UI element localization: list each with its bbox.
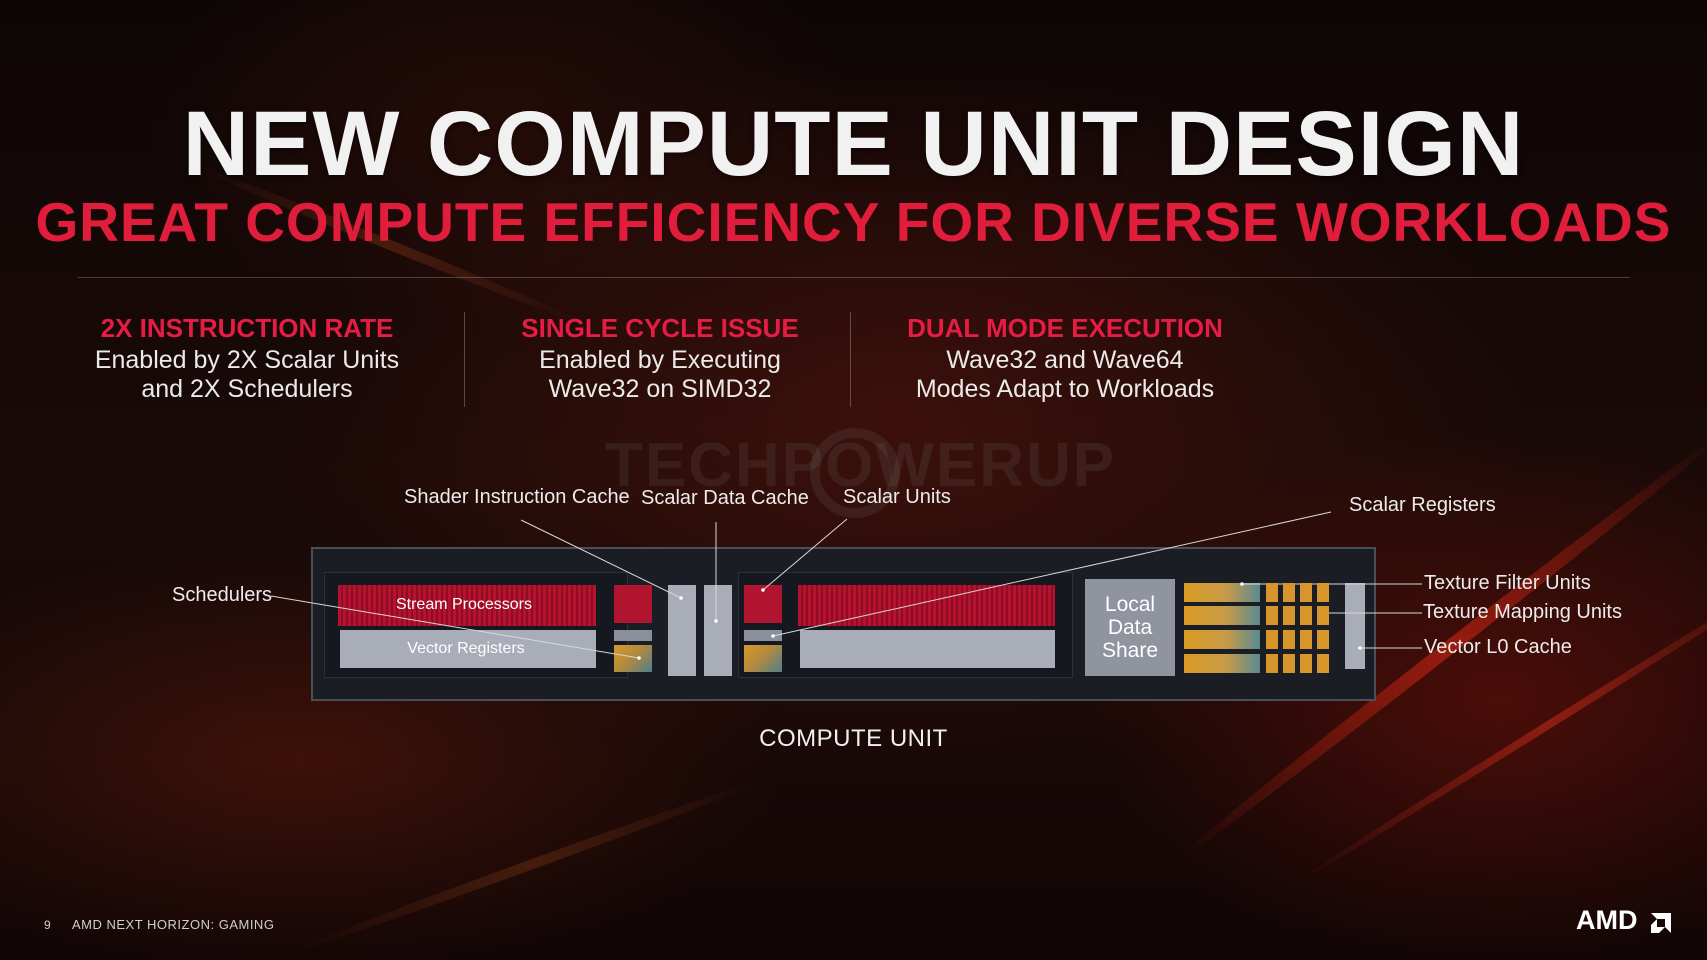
vector-registers-block-right [800, 630, 1055, 668]
feature-body-line: and 2X Schedulers [141, 375, 353, 403]
label-vector-l0-cache: Vector L0 Cache [1424, 636, 1572, 658]
feature-separator [850, 312, 851, 407]
scalar-register-block-right [744, 630, 782, 641]
label-schedulers: Schedulers [172, 584, 273, 606]
feature-heading: SINGLE CYCLE ISSUE [521, 313, 799, 343]
scalar-data-cache-block [704, 585, 732, 676]
label-texture-mapping-units: Texture Mapping Units [1423, 601, 1622, 623]
label-shader-instruction-cache: Shader Instruction Cache [404, 486, 630, 508]
texture-unit-bar [1184, 654, 1260, 673]
texture-unit-cell [1266, 630, 1278, 649]
scalar-unit-block-right [744, 585, 782, 623]
texture-unit-cell [1300, 654, 1312, 673]
label-texture-filter-units: Texture Filter Units [1424, 572, 1591, 594]
feature-body-line: Modes Adapt to Workloads [915, 375, 1215, 403]
feature-body-line: Wave32 and Wave64 [946, 346, 1184, 374]
vector-l0-cache-block [1345, 583, 1365, 669]
texture-unit-cell [1317, 654, 1329, 673]
texture-unit-bar [1184, 583, 1260, 602]
stream-processors-block-right [798, 585, 1055, 626]
texture-unit-bar [1184, 630, 1260, 649]
lds-label-line: Local [1104, 593, 1156, 616]
feature-separator [464, 312, 465, 407]
texture-unit-bar [1184, 606, 1260, 625]
texture-unit-cell [1283, 583, 1295, 602]
stream-processors-label: Stream Processors [395, 596, 533, 613]
scalar-unit-block-left [614, 585, 652, 623]
texture-unit-cell [1300, 606, 1312, 625]
label-scalar-registers: Scalar Registers [1349, 494, 1496, 516]
vector-registers-label: Vector Registers [407, 640, 525, 657]
feature-body-line: Wave32 on SIMD32 [548, 375, 772, 403]
slide-title: NEW COMPUTE UNIT DESIGN [182, 93, 1525, 195]
title-divider [78, 277, 1630, 278]
feature-dual-mode: DUAL MODE EXECUTION Wave32 and Wave64 Mo… [880, 310, 1250, 404]
feature-instruction-rate: 2X INSTRUCTION RATE Enabled by 2X Scalar… [72, 310, 422, 404]
shader-instruction-cache-block [668, 585, 696, 676]
light-streak [293, 774, 767, 956]
feature-body-line: Enabled by 2X Scalar Units [94, 346, 400, 374]
feature-heading: 2X INSTRUCTION RATE [100, 313, 394, 343]
texture-unit-cell [1283, 630, 1295, 649]
label-scalar-units: Scalar Units [843, 486, 951, 508]
scalar-register-block-left [614, 630, 652, 641]
lds-label-line: Share [1101, 639, 1159, 662]
label-scalar-data-cache: Scalar Data Cache [641, 487, 809, 509]
scheduler-block-right [744, 645, 782, 672]
texture-unit-cell [1300, 583, 1312, 602]
texture-unit-cell [1317, 583, 1329, 602]
compute-unit-caption: COMPUTE UNIT [759, 725, 948, 752]
texture-unit-cell [1300, 630, 1312, 649]
texture-unit-cell [1266, 583, 1278, 602]
texture-unit-cell [1283, 606, 1295, 625]
amd-logo-text: AMD [1576, 905, 1638, 935]
texture-unit-cell [1266, 654, 1278, 673]
texture-unit-cell [1317, 630, 1329, 649]
lds-label-line: Data [1107, 616, 1153, 639]
amd-arrow-logo-icon [1651, 913, 1671, 933]
local-data-share-block: Local Data Share [1085, 579, 1175, 676]
texture-unit-cell [1266, 606, 1278, 625]
slide-subtitle: GREAT COMPUTE EFFICIENCY FOR DIVERSE WOR… [35, 191, 1672, 253]
texture-unit-cell [1317, 606, 1329, 625]
feature-heading: DUAL MODE EXECUTION [907, 313, 1223, 343]
event-name: AMD NEXT HORIZON: GAMING [72, 917, 275, 932]
scheduler-block-left [614, 645, 652, 672]
feature-body-line: Enabled by Executing [539, 346, 781, 374]
texture-unit-cell [1283, 654, 1295, 673]
page-number: 9 [44, 918, 51, 932]
feature-single-cycle: SINGLE CYCLE ISSUE Enabled by Executing … [480, 310, 840, 404]
